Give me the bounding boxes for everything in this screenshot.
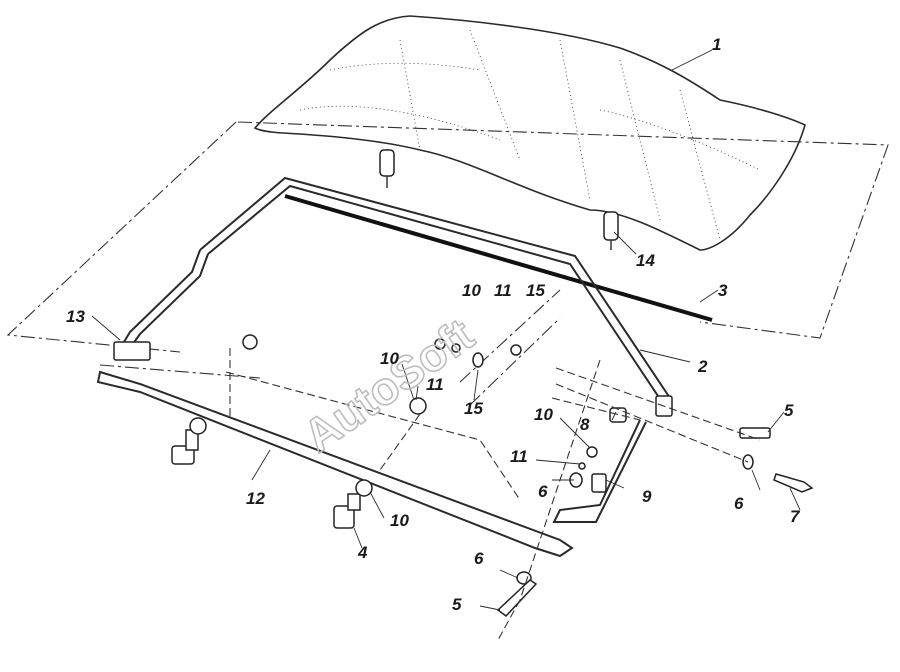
bolt-5-bottom (496, 579, 538, 618)
callout-7: 7 (790, 507, 801, 526)
callout-5-bottom: 5 (452, 595, 462, 614)
callout-10-right: 10 (534, 405, 553, 424)
washer-15-top (510, 344, 522, 356)
lower-plane-outline (99, 289, 561, 406)
callout-2: 2 (697, 357, 708, 376)
axis-lines (225, 348, 761, 641)
tonneau-cover (253, 15, 806, 251)
bolt-7 (773, 473, 814, 493)
callout-6-bottom: 6 (474, 549, 484, 568)
callout-9: 9 (642, 487, 652, 506)
callout-13: 13 (66, 307, 85, 326)
callout-8: 8 (580, 415, 590, 434)
washer-11-top (451, 343, 461, 353)
plug-8 (609, 407, 627, 423)
cover-clip-right (603, 211, 619, 250)
bolt-4 (333, 493, 361, 529)
bolt-left (171, 429, 199, 465)
callout-15-top: 15 (526, 281, 545, 300)
tension-rod (284, 194, 713, 322)
callout-4: 4 (357, 543, 368, 562)
callout-10-left: 10 (380, 349, 399, 368)
nut-upper-left (242, 334, 258, 350)
callout-15-mid: 15 (464, 399, 483, 418)
callout-10-bottom: 10 (390, 511, 409, 530)
callout-1: 1 (712, 35, 721, 54)
lower-rail (96, 370, 574, 558)
side-rail (552, 419, 647, 523)
callout-6-center: 6 (538, 482, 548, 501)
nut-11-right (578, 462, 586, 470)
nut-left (189, 417, 207, 435)
watermark-text: AutoSoft (294, 308, 483, 462)
nut-11-center (409, 397, 427, 415)
callout-12: 12 (246, 489, 265, 508)
callout-6-right: 6 (734, 494, 744, 513)
nut-10-right (586, 446, 598, 458)
lower-bracket (113, 341, 151, 361)
cover-clip-left (379, 149, 395, 188)
callout-14: 14 (636, 251, 655, 270)
callout-5-right: 5 (784, 401, 794, 420)
spring-5 (739, 427, 771, 439)
callout-3: 3 (718, 281, 728, 300)
callout-11-left: 11 (426, 375, 444, 394)
nut-10-top (434, 338, 446, 350)
nut-10-lower (355, 479, 373, 497)
block-bracket (591, 473, 607, 493)
callout-10-top: 10 (462, 281, 481, 300)
callout-11-top: 11 (494, 281, 512, 300)
washer-15-mid (472, 352, 484, 368)
leader-lines (91, 49, 801, 611)
callout-11-right: 11 (510, 447, 528, 466)
